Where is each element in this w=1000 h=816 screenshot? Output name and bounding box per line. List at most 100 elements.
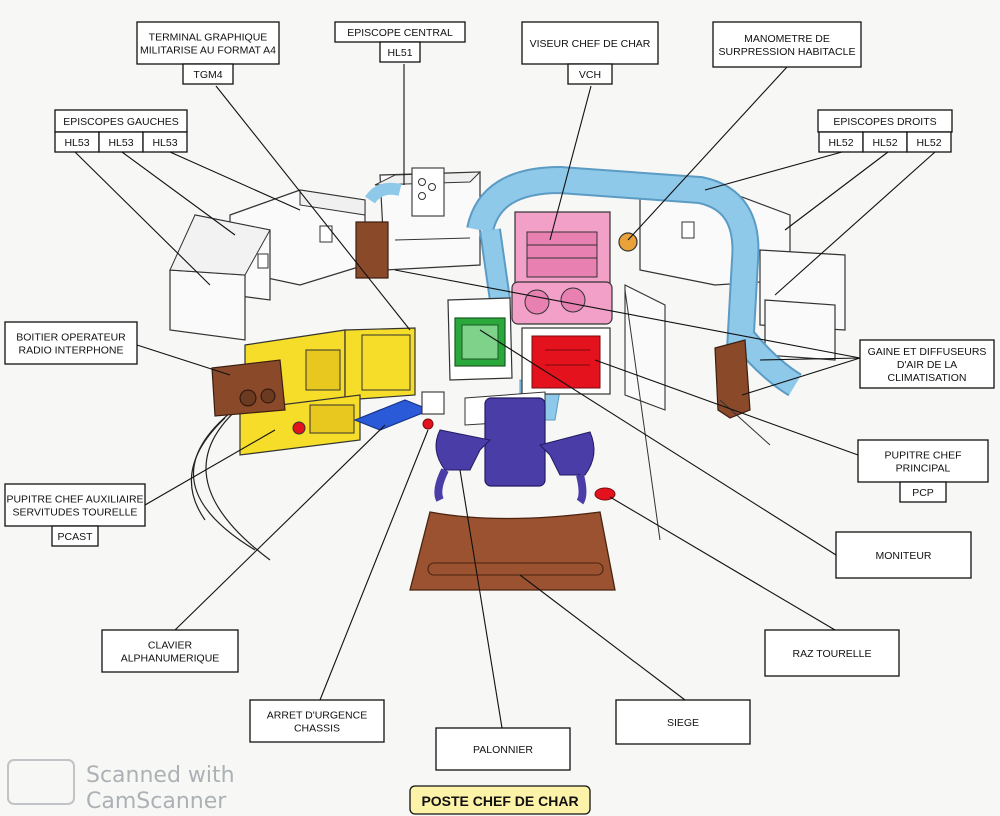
label-raz: RAZ TOURELLE: [764, 629, 900, 677]
label-text: ARRET D'URGENCE: [267, 710, 367, 722]
code-box: [379, 41, 421, 63]
leader-line-clavier-0: [174, 424, 386, 631]
label-box: [859, 339, 995, 389]
leader-line-arret-0: [319, 429, 429, 701]
label-box: [4, 483, 146, 527]
label-moniteur: MONITEUR: [835, 531, 972, 579]
code-text: HL52: [872, 137, 897, 149]
leader-line-episcopes-gauches-2: [169, 151, 301, 211]
code-text: PCAST: [57, 531, 93, 543]
diagram-title: POSTE CHEF DE CHAR: [421, 793, 578, 809]
code-box: [906, 131, 952, 153]
code-text: VCH: [579, 69, 601, 81]
label-text: SIEGE: [667, 717, 699, 729]
label-box: [435, 727, 571, 771]
label-text: EPISCOPES DROITS: [833, 116, 936, 128]
leader-line-boitier-0: [136, 344, 231, 376]
label-box: [249, 699, 385, 743]
leader-line-tgm4-0: [215, 85, 411, 331]
left-episcopes-housing: [169, 189, 366, 341]
watermark-line-1: Scanned with: [86, 763, 235, 788]
label-text: EPISCOPES GAUCHES: [63, 116, 179, 128]
code-text: HL52: [916, 137, 941, 149]
leader-line-manometre-0: [627, 66, 788, 241]
label-box: [712, 21, 862, 68]
code-text: HL53: [152, 137, 177, 149]
label-box: [835, 531, 972, 579]
leader-line-gaine-0: [394, 269, 861, 359]
label-palonnier: PALONNIER: [435, 727, 571, 771]
code-text: TGM4: [193, 69, 222, 81]
leader-line-pcp-0: [594, 359, 859, 456]
label-episcopes-droits: EPISCOPES DROITS HL52 HL52 HL52: [817, 109, 953, 153]
code-box: [51, 525, 99, 547]
leader-line-episcopes-droits-2: [774, 151, 936, 296]
label-box: [764, 629, 900, 677]
leader-line-pcast-0: [144, 429, 276, 506]
label-text: CLIMATISATION: [888, 372, 967, 384]
watermark-line-2: CamScanner: [86, 789, 227, 814]
right-air-diffuser: [714, 339, 751, 419]
code-text: HL53: [108, 137, 133, 149]
commander-sight: [511, 211, 613, 325]
label-box: [4, 321, 138, 365]
leader-line-palonnier-0: [459, 469, 503, 729]
code-box: [567, 63, 613, 85]
code-text: HL51: [387, 47, 412, 59]
leader-line-gaine-1: [759, 357, 861, 361]
label-text: RAZ TOURELLE: [793, 648, 872, 660]
code-box: [899, 481, 947, 503]
label-box: [101, 629, 239, 673]
code-box: [142, 131, 188, 153]
code-box: [182, 63, 234, 85]
leader-line-episcopes-gauches-1: [121, 151, 236, 236]
label-siege: SIEGE: [615, 699, 751, 745]
seat-platform: [409, 511, 616, 591]
label-text: VISEUR CHEF DE CHAR: [530, 38, 651, 50]
label-box: [615, 699, 751, 745]
tank-commander-station-illustration: [169, 165, 846, 591]
diagram-title-box: POSTE CHEF DE CHAR: [409, 785, 591, 815]
code-text: HL52: [828, 137, 853, 149]
label-box: [136, 21, 280, 65]
label-box: [857, 439, 989, 483]
label-text: MILITARISE AU FORMAT A4: [140, 45, 276, 57]
leader-line-episcopes-droits-1: [784, 151, 889, 231]
leader-line-raz-0: [609, 496, 836, 631]
label-text: D'AIR DE LA: [897, 359, 957, 371]
label-box: [521, 21, 659, 65]
label-text: PUPITRE CHEF: [884, 450, 961, 462]
leader-line-siege-0: [519, 574, 686, 701]
label-text: GAINE ET DIFFUSEURS: [868, 346, 987, 358]
pressure-gauge-icon: [618, 232, 638, 252]
label-text: BOITIER OPERATEUR: [16, 332, 126, 344]
leader-line-episcopes-gauches-0: [74, 151, 211, 286]
label-viseur: VISEUR CHEF DE CHAR VCH: [521, 21, 659, 85]
label-episcopes-gauches: EPISCOPES GAUCHES HL53 HL53 HL53: [54, 109, 188, 153]
radio-intercom-box: [211, 359, 286, 417]
label-text: PRINCIPAL: [896, 463, 951, 475]
leader-line-episcopes-droits-0: [704, 151, 843, 191]
label-text: SERVITUDES TOURELLE: [13, 507, 138, 519]
label-text: RADIO INTERPHONE: [18, 345, 123, 357]
scanner-watermark: Scanned with CamScanner: [7, 759, 235, 814]
label-text: CHASSIS: [294, 723, 340, 735]
seat-base-purple: [434, 391, 595, 505]
label-text: TERMINAL GRAPHIQUE: [149, 32, 268, 44]
climate-duct: [365, 165, 802, 421]
code-text: HL53: [64, 137, 89, 149]
emergency-stop-button-icon: [422, 418, 434, 430]
leader-lines: [74, 64, 936, 729]
leader-line-viseur-0: [549, 85, 592, 241]
label-text: SURPRESSION HABITACLE: [719, 46, 856, 58]
